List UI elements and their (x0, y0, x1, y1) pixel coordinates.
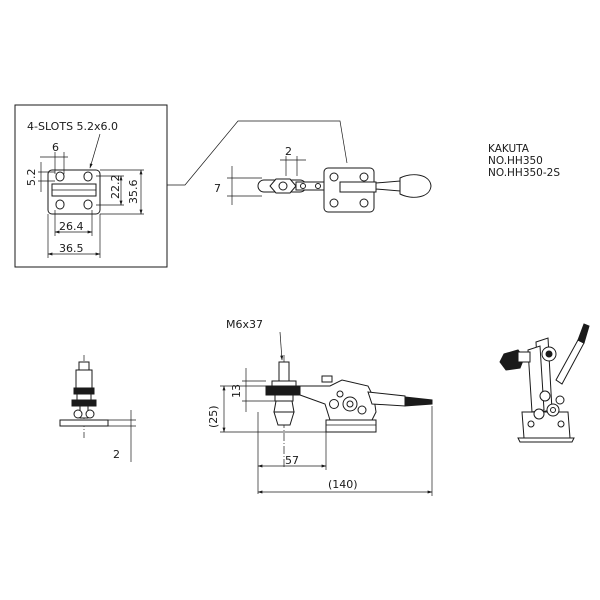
base-detail-view: 4-SLOTS 5.2x6.0 6 5.2 22.2 35. (14, 104, 168, 268)
iso-handle-grip (577, 323, 590, 344)
side-handle-arm (367, 391, 406, 407)
end-base-plate (59, 419, 109, 427)
bolt-spec-label: M6x37 (226, 318, 263, 331)
clamp-body (299, 379, 377, 421)
title-block: KAKUTA NO.HH350 NO.HH350-2S (488, 143, 560, 179)
end-bolt (75, 369, 93, 389)
dim-base-height: 35.6 (127, 180, 140, 205)
model-number-2: NO.HH350-2S (488, 167, 560, 179)
pivot-1 (329, 399, 339, 409)
dim-140: (140) (328, 478, 358, 491)
dim-plate-thickness: 2 (113, 448, 120, 461)
top-view: 2 7 (214, 145, 432, 213)
side-bolt (278, 361, 290, 383)
slot-note-label: 4-SLOTS 5.2x6.0 (27, 120, 118, 133)
dim-hole-spacing-x: 26.4 (59, 220, 84, 233)
dim-hole-spacing-y: 22.2 (109, 175, 122, 200)
handle-arm (375, 180, 401, 192)
end-nut (73, 387, 95, 395)
handle-grip (399, 174, 432, 198)
maker-name: KAKUTA (488, 143, 530, 155)
dim-slot-width: 5.2 (25, 169, 38, 187)
dim-base-width: 36.5 (59, 242, 84, 255)
end-view: 2 (59, 355, 136, 462)
detail-frame (14, 104, 168, 268)
side-view: M6x37 13 (25) (207, 318, 433, 496)
dim-25: (25) (207, 405, 220, 428)
bolt-leader-line (279, 331, 284, 361)
detail-leader-line (167, 120, 348, 186)
side-base-plate (325, 419, 377, 433)
slot-leader-line (89, 133, 101, 169)
spindle-rubber-tip (273, 411, 295, 426)
dim-13: 13 (230, 384, 243, 398)
dim-slot-pitch: 6 (52, 141, 59, 154)
model-number-1: NO.HH350 (488, 155, 543, 167)
dim-57: 57 (285, 454, 299, 467)
isometric-view (499, 323, 590, 443)
dim-stroke: 2 (285, 145, 292, 158)
pivot-3 (357, 405, 367, 415)
dim-height-7: 7 (214, 182, 221, 195)
base-plate-outline (47, 169, 101, 215)
iso-handle-arm (555, 339, 585, 385)
side-handle-grip (404, 396, 433, 407)
side-spindle-arm (265, 385, 303, 396)
